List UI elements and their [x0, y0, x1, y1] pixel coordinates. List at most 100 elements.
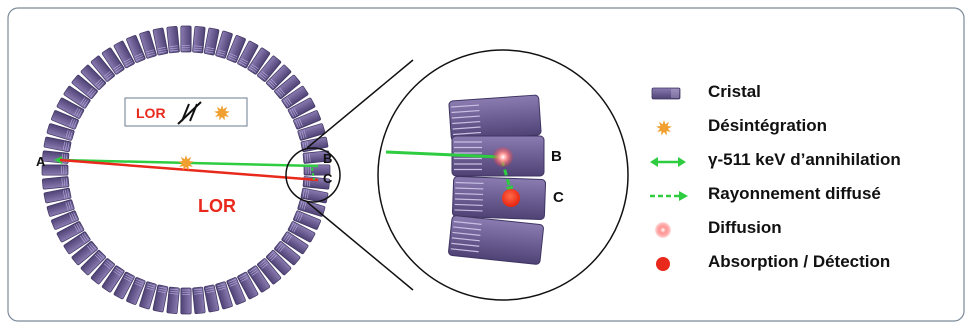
ring-crystal: [180, 25, 192, 53]
zoom-crystal: [448, 94, 542, 142]
zoom-tangent-bottom: [306, 201, 414, 291]
ring-crystal: [215, 281, 233, 310]
ring-crystal: [287, 221, 316, 243]
zoom-tangent-top: [306, 59, 414, 149]
ring-crystal: [300, 187, 329, 204]
ring-crystal: [71, 74, 98, 99]
zoom-absorption-dot: [502, 189, 520, 207]
ring-crystal: [226, 35, 246, 63]
ring-crystal: [302, 150, 331, 164]
zoom-label-c: C: [553, 189, 564, 206]
legend-item-diffusion: Diffusion: [650, 216, 970, 250]
ring-crystal: [203, 284, 220, 313]
lor-inset-box: LOR: [124, 97, 248, 127]
ring-crystal: [51, 110, 79, 130]
ring-crystal: [180, 287, 192, 315]
ring-crystal: [297, 123, 326, 141]
ring-crystal: [56, 221, 85, 243]
zoom-crystals: [448, 94, 547, 265]
ring-crystal: [192, 25, 206, 54]
lor-label: LOR: [198, 196, 236, 216]
zoom-label-b: B: [551, 148, 562, 165]
ring-crystal: [41, 176, 70, 190]
detector-ring: [41, 25, 331, 315]
ring-crystal: [266, 64, 292, 90]
ring-crystal: [237, 271, 259, 300]
ring-crystal: [46, 123, 75, 141]
ring-crystal: [152, 27, 169, 56]
ring-crystal: [257, 55, 282, 82]
ring-crystal: [41, 164, 69, 176]
zoom-gamma-line: [385, 150, 501, 159]
ring-crystal: [80, 250, 106, 276]
lor-line: [59, 158, 319, 182]
zoom-origin-circle: [285, 147, 341, 203]
ring-crystal: [80, 64, 106, 90]
ring-crystal: [43, 136, 72, 153]
legend-label-desintegration: Désintégration: [708, 116, 828, 135]
ring-crystal: [274, 241, 301, 266]
legend: Cristal Désintégration γ-511 keV d’annih…: [650, 80, 970, 284]
ring-crystal: [293, 210, 321, 230]
annihilation-burst-icon: [178, 155, 194, 171]
ring-crystal: [90, 258, 115, 285]
legend-label-absorption: Absorption / Détection: [708, 252, 891, 271]
ring-crystal: [90, 55, 115, 82]
dashed-arrow-icon: [650, 191, 688, 201]
ring-crystal: [63, 85, 91, 109]
ring-crystal: [113, 271, 135, 300]
ring-crystal: [247, 265, 271, 293]
ring-crystal: [287, 97, 316, 119]
ring-crystal: [71, 241, 98, 266]
zoom-crystal: [448, 215, 544, 265]
legend-item-desintegration: Désintégration: [650, 114, 970, 148]
legend-label-diffusion: Diffusion: [708, 218, 782, 237]
burst-icon: [656, 120, 672, 136]
ring-crystal: [281, 85, 309, 109]
ring-crystal: [43, 187, 72, 204]
label-b: B: [323, 151, 332, 166]
ring-crystal: [192, 286, 206, 315]
legend-item-absorption: Absorption / Détection: [650, 250, 970, 284]
zoom-diffusion-dot: [493, 147, 513, 167]
legend-item-rayonnement: Rayonnement diffusé: [650, 182, 970, 216]
label-c: C: [323, 171, 333, 186]
ring-crystal: [226, 277, 246, 305]
ring-crystal: [139, 30, 157, 59]
ring-crystal: [126, 35, 146, 63]
absorption-dot-icon: [656, 257, 670, 271]
lor-inset-text: LOR: [136, 105, 166, 121]
ring-crystal: [152, 284, 169, 313]
ring-crystal: [237, 40, 259, 69]
ring-crystal: [166, 25, 180, 54]
ring-crystal: [41, 150, 70, 164]
ring-crystal: [63, 231, 91, 255]
inset-burst-icon: [214, 105, 230, 121]
double-arrow-icon: [650, 157, 686, 167]
ring-crystal: [56, 97, 85, 119]
ring-crystal: [215, 30, 233, 59]
legend-item-cristal: Cristal: [650, 80, 970, 114]
ring-crystal: [203, 27, 220, 56]
ring-crystal: [293, 110, 321, 130]
ring-crystal: [166, 286, 180, 315]
legend-label-cristal: Cristal: [708, 82, 761, 101]
zoom-crystal: [451, 176, 547, 220]
ring-crystal: [126, 277, 146, 305]
ring-crystal: [101, 265, 125, 293]
ring-crystal: [46, 199, 75, 217]
legend-item-gamma: γ-511 keV d’annihilation: [650, 148, 970, 182]
label-a: A: [36, 154, 46, 169]
not-parallel-icon: [177, 101, 202, 125]
ring-crystal: [101, 47, 125, 75]
crystal-icon: [651, 87, 681, 100]
ring-crystal: [247, 47, 271, 75]
ring-crystal: [257, 258, 282, 285]
ring-crystal: [281, 231, 309, 255]
ring-crystal: [113, 40, 135, 69]
legend-label-rayonnement: Rayonnement diffusé: [708, 184, 881, 203]
scatter-line-small: [311, 167, 315, 181]
ring-crystal: [274, 74, 301, 99]
ring-crystal: [139, 281, 157, 310]
